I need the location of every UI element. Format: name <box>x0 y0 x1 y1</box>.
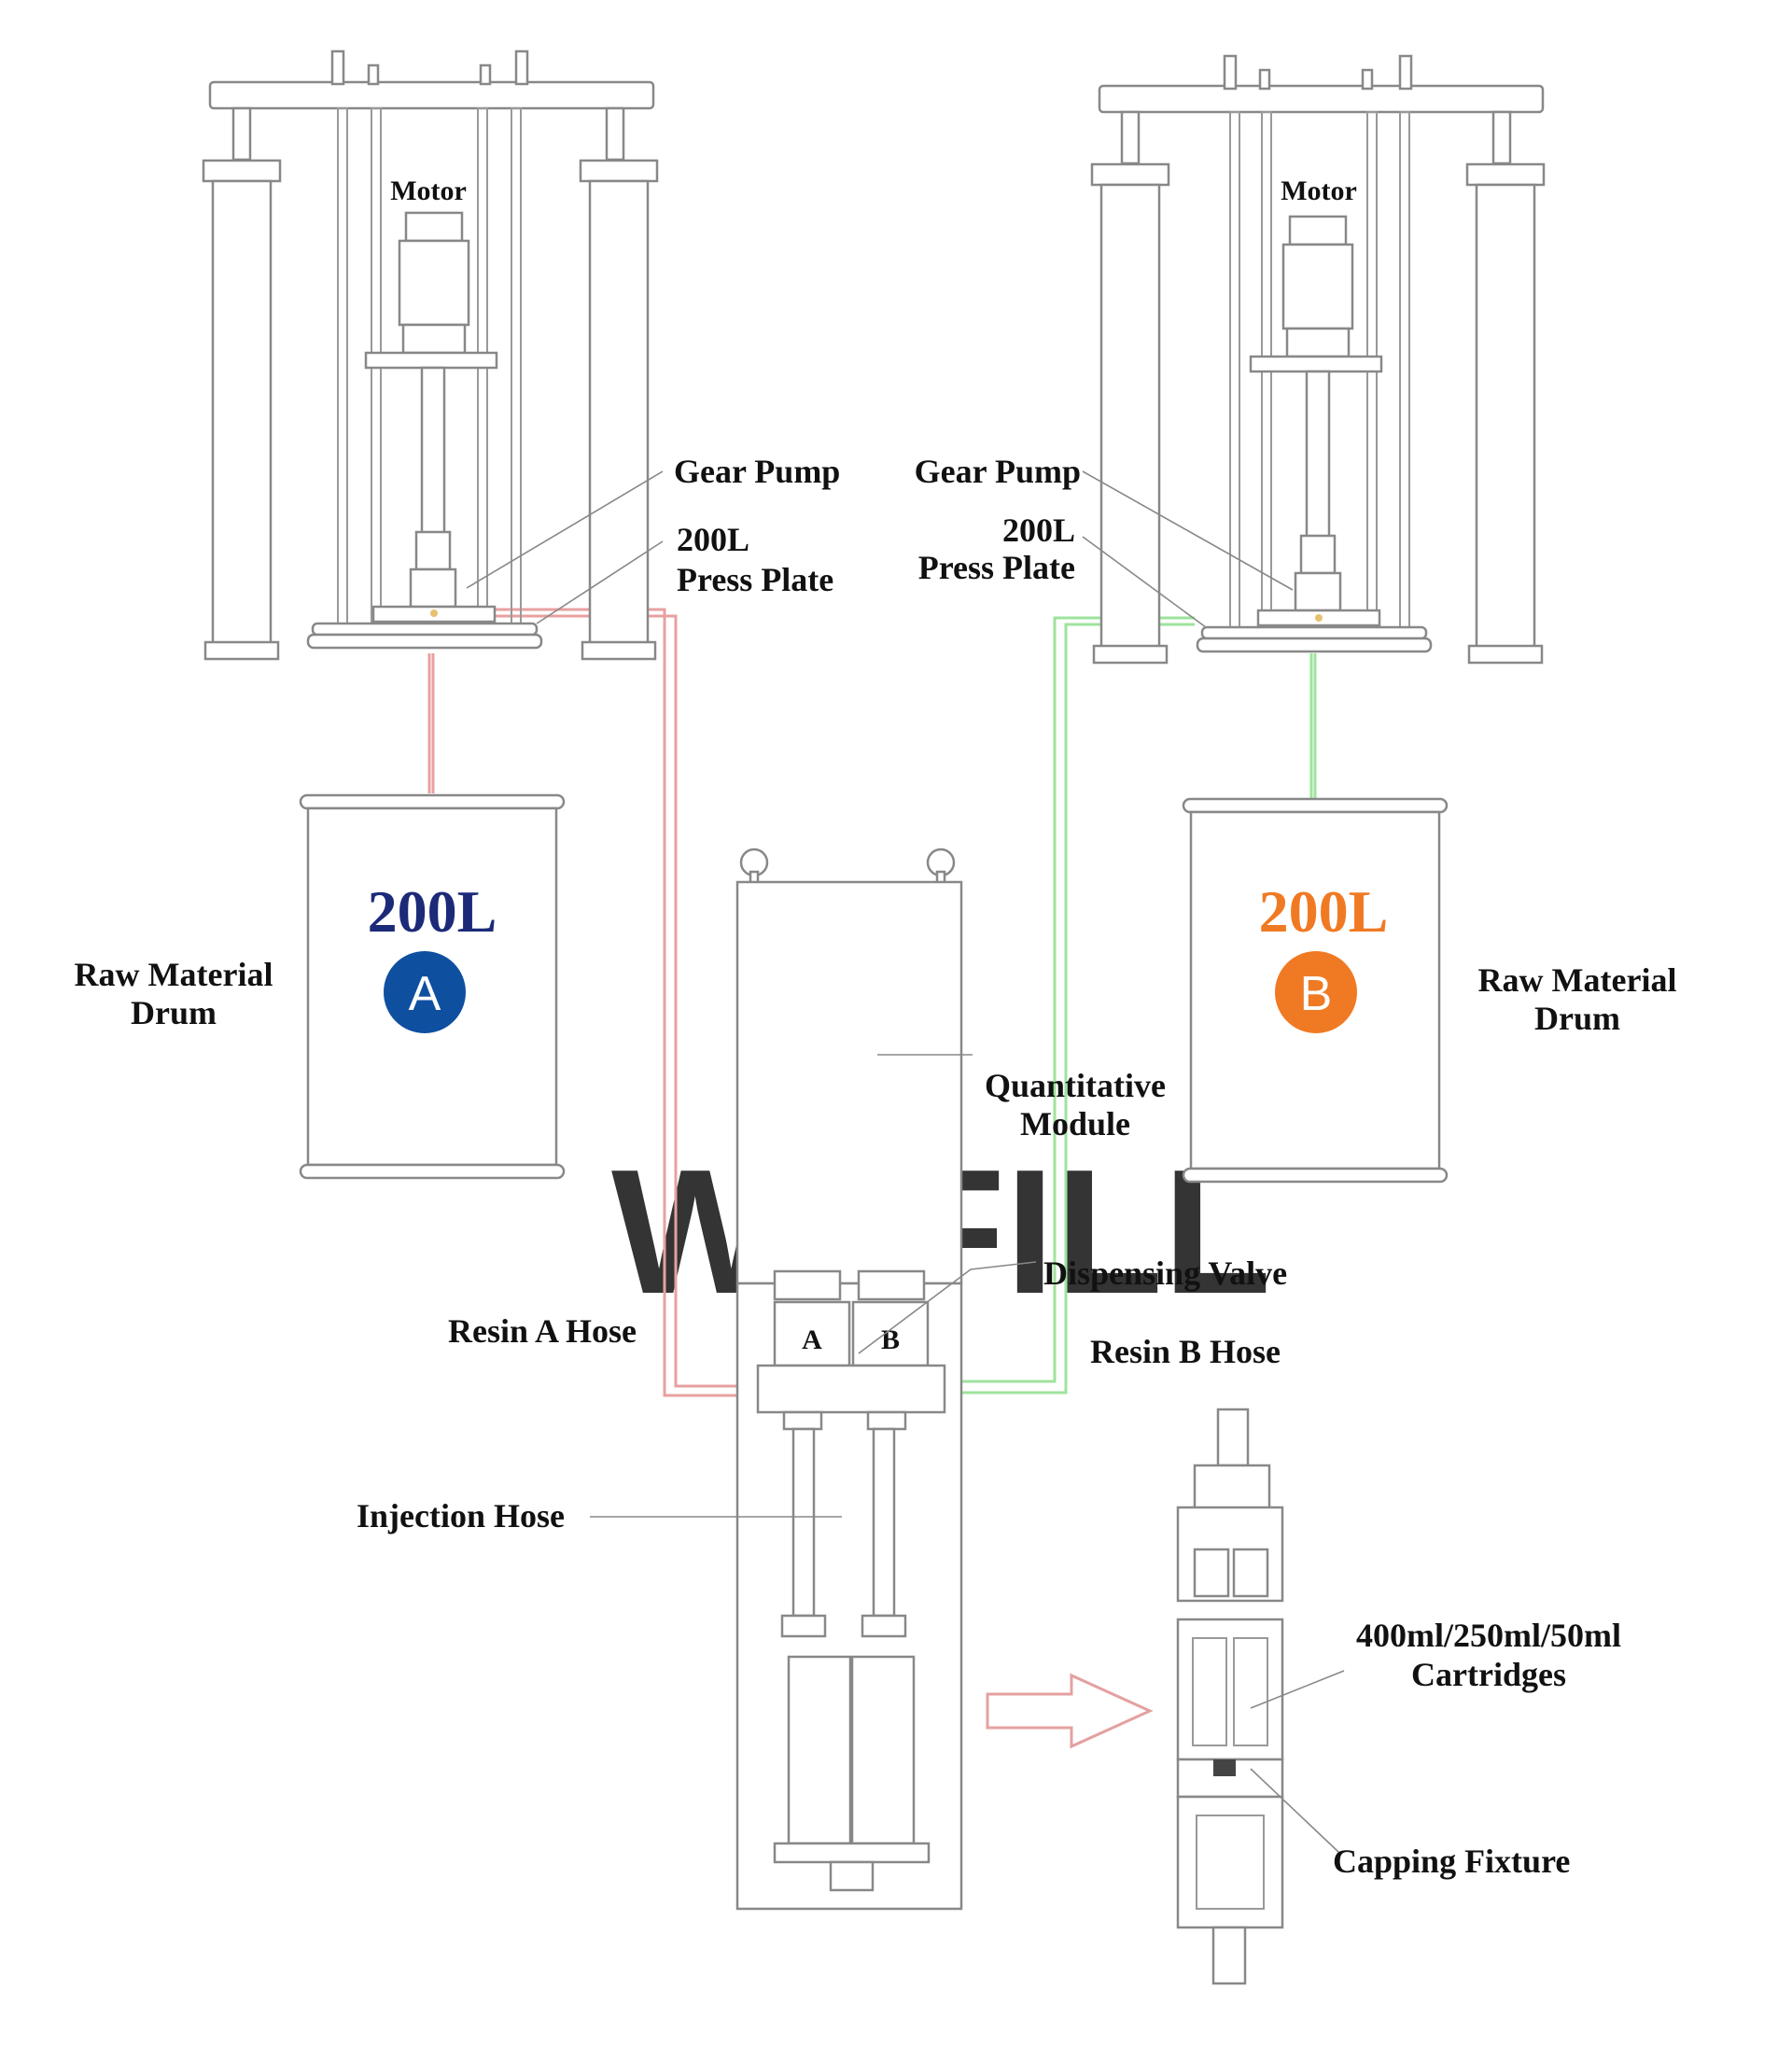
right-cylinder-l <box>1099 183 1161 649</box>
left-gear-pump-body <box>409 568 457 609</box>
valve-manifold <box>756 1364 946 1414</box>
label-dispensing-valve: Dispensing Valve <box>1043 1254 1287 1292</box>
right-top-bar <box>1098 84 1545 114</box>
left-motor-top <box>404 211 464 243</box>
resin-a-hose-lines <box>427 608 765 1397</box>
left-cyl-cap-r <box>579 159 659 183</box>
leader-lines <box>466 470 1345 1854</box>
quantitative-module-box <box>735 880 963 1285</box>
label-gear-pump-right: Gear Pump <box>915 453 1081 490</box>
left-shaft <box>420 366 446 538</box>
drum-b: 200L B <box>1182 797 1449 1184</box>
label-press-plate-right-1: 200L <box>1002 511 1075 549</box>
label-drum-right-1: Raw Material <box>1478 961 1677 999</box>
drum-b-volume: 200L <box>1259 878 1389 945</box>
label-press-plate-right-2: Press Plate <box>918 549 1075 586</box>
leader-gear-pump-left <box>466 470 664 589</box>
left-press-unit <box>202 49 659 661</box>
right-press-unit <box>1090 54 1546 665</box>
right-gear-pump-body <box>1294 571 1342 612</box>
hose-a-main <box>471 608 765 1397</box>
arrow-to-cartridge <box>986 1673 1154 1749</box>
hose-a-main-2 <box>471 614 765 1388</box>
label-press-plate-left-1: 200L <box>677 521 749 558</box>
left-motor-body <box>398 239 470 327</box>
label-motor-right: Motor <box>1281 175 1357 206</box>
injection-tube-a <box>791 1427 816 1618</box>
leader-press-plate-right <box>1082 536 1207 628</box>
column-cartridge-b <box>850 1655 916 1845</box>
right-cylinder-r <box>1475 183 1536 649</box>
right-cyl-cap-r <box>1465 162 1546 187</box>
quantitative-module <box>735 848 963 1285</box>
injection-tube-b <box>872 1427 896 1618</box>
drum-a-badge <box>384 951 466 1033</box>
label-press-plate-left-2: Press Plate <box>677 561 833 598</box>
left-cyl-cap-l <box>202 159 282 183</box>
label-injection-hose: Injection Hose <box>357 1497 565 1534</box>
labels: Motor Motor Gear Pump 200L Press Plate G… <box>75 175 1677 1880</box>
label-capping-fixture: Capping Fixture <box>1333 1843 1570 1880</box>
dispensing-column: A B <box>735 1269 963 1911</box>
label-cartridges-2: Cartridges <box>1411 1656 1566 1693</box>
label-resin-a-hose: Resin A Hose <box>448 1312 637 1350</box>
label-drum-left-1: Raw Material <box>75 956 273 993</box>
label-quantitative-1: Quantitative <box>985 1067 1166 1104</box>
drum-a-rim-top <box>299 793 566 810</box>
cartridge-station <box>1176 1408 1284 1985</box>
drum-a: 200L A <box>299 793 566 1180</box>
left-press-plate <box>311 622 539 637</box>
drum-b-badge <box>1275 951 1357 1033</box>
valve-b-label: B <box>881 1324 900 1355</box>
label-cartridges-1: 400ml/250ml/50ml <box>1356 1617 1621 1654</box>
label-quantitative-2: Module <box>1020 1105 1130 1142</box>
drum-a-rim-bottom <box>299 1163 566 1180</box>
leader-capping-fixture <box>1250 1768 1340 1854</box>
label-gear-pump-left: Gear Pump <box>674 453 840 490</box>
right-motor-top <box>1288 215 1348 246</box>
drum-a-volume: 200L <box>368 878 497 945</box>
leader-gear-pump-right <box>1082 470 1294 591</box>
right-motor-bracket <box>1249 355 1383 373</box>
label-resin-b-hose: Resin B Hose <box>1090 1333 1281 1370</box>
valve-a-label: A <box>802 1324 822 1355</box>
drum-b-rim-top <box>1182 797 1449 814</box>
label-drum-right-2: Drum <box>1534 1000 1620 1037</box>
leader-dispensing-valve <box>858 1261 1037 1354</box>
station-cartridges <box>1176 1618 1284 1761</box>
left-motor-bracket <box>364 351 498 370</box>
right-shaft <box>1305 370 1331 541</box>
left-cylinder-l <box>211 179 273 645</box>
label-motor-left: Motor <box>390 175 467 206</box>
leader-press-plate-left <box>536 540 664 624</box>
column-cartridge-a <box>787 1655 852 1845</box>
left-cylinder-r <box>588 179 650 645</box>
left-top-bar <box>208 80 655 110</box>
valve-block-a <box>773 1300 851 1367</box>
label-drum-left-2: Drum <box>131 994 217 1031</box>
drum-b-rim-bottom <box>1182 1167 1449 1184</box>
drum-b-letter: B <box>1300 967 1333 1021</box>
flow-arrow <box>986 1673 1154 1749</box>
right-motor-body <box>1281 243 1354 330</box>
right-cyl-cap-l <box>1090 162 1170 187</box>
drum-a-letter: A <box>409 967 441 1021</box>
leader-cartridges <box>1250 1670 1345 1709</box>
right-press-plate <box>1200 625 1428 640</box>
